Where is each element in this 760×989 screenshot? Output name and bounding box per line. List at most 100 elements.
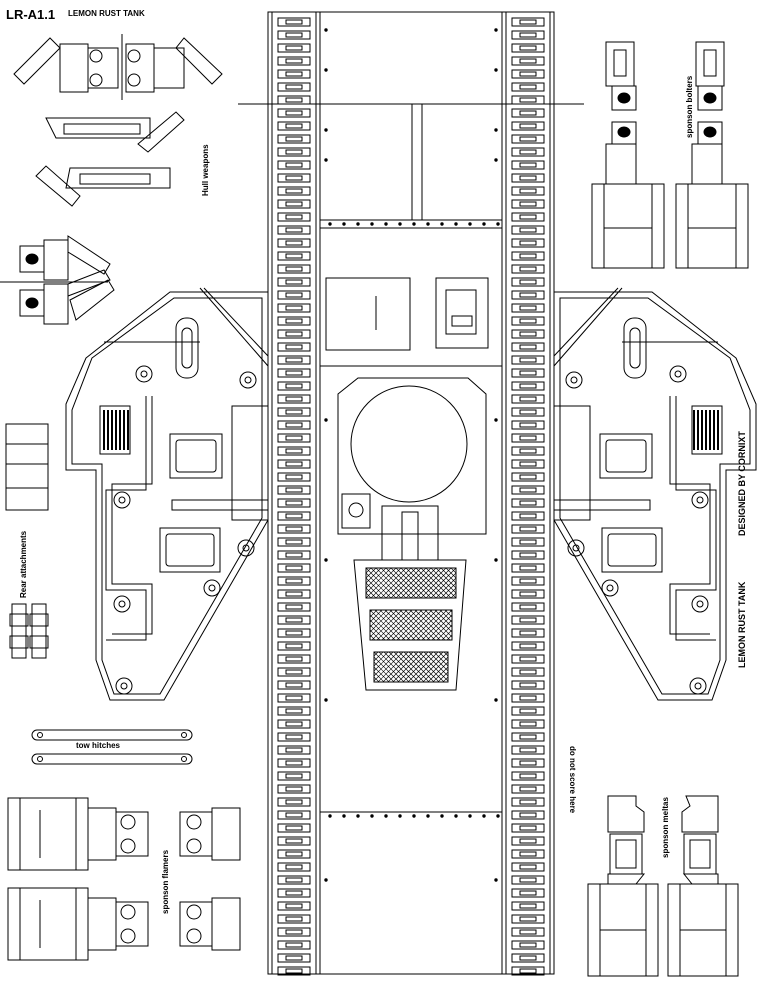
track-link-tooth <box>285 123 303 129</box>
track-link-tooth <box>285 851 303 857</box>
track-link-tooth <box>285 669 303 675</box>
track-link-tooth <box>285 383 303 389</box>
track-link <box>511 550 545 560</box>
rivet <box>370 814 374 818</box>
track-link <box>277 914 311 924</box>
track-link-tooth <box>285 591 303 597</box>
track-link-tooth <box>519 344 537 350</box>
track-link-tooth <box>519 279 537 285</box>
track-link <box>511 251 545 261</box>
rivet <box>324 698 328 702</box>
track-link-tooth <box>285 45 303 51</box>
rivet <box>324 418 328 422</box>
label-tow-hitches: tow hitches <box>76 741 121 750</box>
track-link-tooth <box>285 32 303 38</box>
grille-mesh <box>409 609 441 641</box>
track-link <box>511 940 545 950</box>
engine-deck <box>353 559 467 691</box>
track-link-tooth <box>285 409 303 415</box>
track-link <box>277 238 311 248</box>
grille-mesh <box>422 656 449 683</box>
track-link <box>511 82 545 92</box>
track-link <box>511 966 545 976</box>
track-link-tooth <box>519 799 537 805</box>
track-link <box>511 719 545 729</box>
track-link <box>277 940 311 950</box>
grille-mesh <box>373 651 399 677</box>
track-link <box>277 667 311 677</box>
track-link-tooth <box>519 448 537 454</box>
track-link-tooth <box>519 253 537 259</box>
track-link-tooth <box>285 357 303 363</box>
track-link <box>511 667 545 677</box>
grille-mesh <box>377 651 409 683</box>
hull-weapon-part <box>19 235 115 325</box>
rivet <box>494 28 498 32</box>
track-link <box>511 134 545 144</box>
track-link-tooth <box>519 825 537 831</box>
track-link <box>277 459 311 469</box>
track-link-tooth <box>285 175 303 181</box>
grille-mesh <box>369 614 396 641</box>
grille-mesh <box>413 651 445 683</box>
track-link <box>511 901 545 911</box>
track-link <box>277 30 311 40</box>
track-link-tooth <box>519 84 537 90</box>
rivet <box>356 222 360 226</box>
track-link-tooth <box>285 877 303 883</box>
track-link-tooth <box>519 396 537 402</box>
track-link-tooth <box>285 253 303 259</box>
track-link <box>277 186 311 196</box>
track-link-tooth <box>285 838 303 844</box>
track-link-tooth <box>519 383 537 389</box>
track-link <box>511 17 545 27</box>
track-link-tooth <box>519 682 537 688</box>
right-track <box>501 11 555 976</box>
track-link-tooth <box>285 552 303 558</box>
track-link <box>277 43 311 53</box>
track-link <box>511 459 545 469</box>
track-link <box>511 680 545 690</box>
track-link-tooth <box>285 916 303 922</box>
track-link-tooth <box>285 539 303 545</box>
track-link <box>511 472 545 482</box>
track-link <box>511 628 545 638</box>
track-link-tooth <box>519 630 537 636</box>
track-link <box>511 290 545 300</box>
track-link-tooth <box>519 292 537 298</box>
grille-mesh <box>404 609 436 641</box>
hatch <box>325 277 411 351</box>
track-link-tooth <box>519 110 537 116</box>
rivet <box>384 222 388 226</box>
track-link <box>511 485 545 495</box>
track-link <box>277 615 311 625</box>
track-link <box>277 56 311 66</box>
grille-mesh <box>389 609 421 641</box>
grille-mesh <box>369 609 383 623</box>
track-link <box>277 602 311 612</box>
grille-mesh <box>365 567 387 589</box>
vision-block <box>435 277 489 349</box>
grille-mesh <box>411 609 443 641</box>
label-do-not-score: do not score here <box>568 746 577 814</box>
track-link <box>511 641 545 651</box>
track-link <box>277 862 311 872</box>
grille-mesh <box>445 567 457 579</box>
track-link-tooth <box>519 578 537 584</box>
track-link-tooth <box>285 773 303 779</box>
label-rear-attachments: Rear attachments <box>19 530 28 598</box>
track-link-tooth <box>285 331 303 337</box>
track-link <box>277 875 311 885</box>
grille-mesh <box>375 567 407 599</box>
label-tank-name-side: LEMON RUST TANK <box>737 581 747 668</box>
track-link <box>277 95 311 105</box>
rivet <box>494 68 498 72</box>
track-link-tooth <box>285 578 303 584</box>
grille-mesh <box>433 651 449 667</box>
track-link <box>277 693 311 703</box>
grille-mesh <box>430 567 457 594</box>
grille-mesh <box>440 567 457 584</box>
sponson-melta <box>667 795 739 977</box>
track-link-tooth <box>519 136 537 142</box>
